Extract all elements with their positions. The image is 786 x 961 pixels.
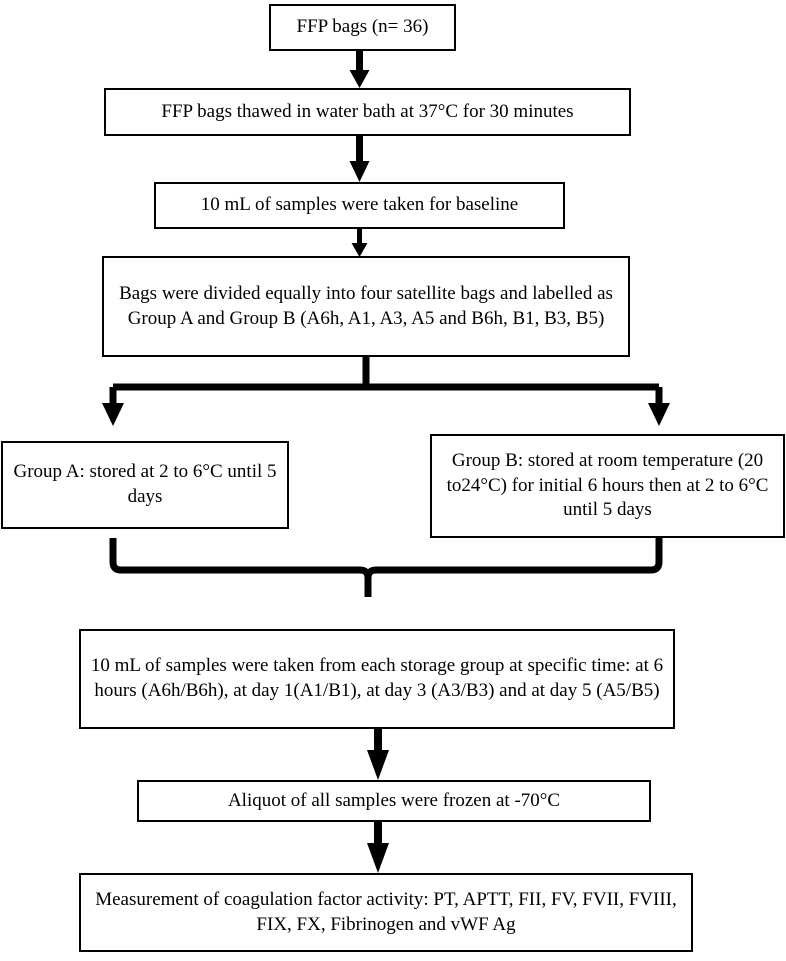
node-measurement: Measurement of coagulation factor activi… bbox=[79, 873, 693, 952]
node-timepoints-label: 10 mL of samples were taken from each st… bbox=[90, 655, 664, 701]
arrow-thawed-to-baseline bbox=[349, 136, 370, 182]
node-group-a: Group A: stored at 2 to 6°C until 5 days bbox=[1, 441, 289, 529]
node-measurement-label: Measurement of coagulation factor activi… bbox=[95, 888, 677, 935]
node-baseline: 10 mL of samples were taken for baseline bbox=[154, 182, 565, 229]
arrow-ffp-to-thawed bbox=[349, 51, 370, 88]
node-group-b-label: Group B: stored at room temperature (20 … bbox=[446, 449, 769, 521]
node-sampling-timepoints: 10 mL of samples were taken from each st… bbox=[79, 629, 675, 729]
node-aliquot-frozen: Aliquot of all samples were frozen at -7… bbox=[137, 780, 651, 822]
node-aliquot-label: Aliquot of all samples were frozen at -7… bbox=[227, 789, 561, 811]
node-group-a-label: Group A: stored at 2 to 6°C until 5 days bbox=[13, 461, 277, 507]
arrow-aliquot-to-measurement bbox=[367, 822, 389, 873]
split-divided-to-groups bbox=[102, 357, 670, 426]
merge-groups-to-timepoints bbox=[109, 538, 663, 597]
node-group-b: Group B: stored at room temperature (20 … bbox=[430, 434, 785, 538]
arrow-timepoints-to-aliquot bbox=[367, 729, 389, 780]
node-divided-label: Bags were divided equally into four sate… bbox=[119, 282, 613, 329]
node-ffp-bags: FFP bags (n= 36) bbox=[269, 4, 456, 51]
node-thawed: FFP bags thawed in water bath at 37°C fo… bbox=[104, 88, 631, 136]
node-ffp-bags-label: FFP bags (n= 36) bbox=[296, 16, 429, 38]
node-thawed-label: FFP bags thawed in water bath at 37°C fo… bbox=[161, 100, 574, 122]
node-divided-into-satellite-bags: Bags were divided equally into four sate… bbox=[102, 256, 630, 357]
arrow-baseline-to-divided bbox=[351, 229, 368, 257]
node-baseline-label: 10 mL of samples were taken for baseline bbox=[200, 194, 519, 216]
